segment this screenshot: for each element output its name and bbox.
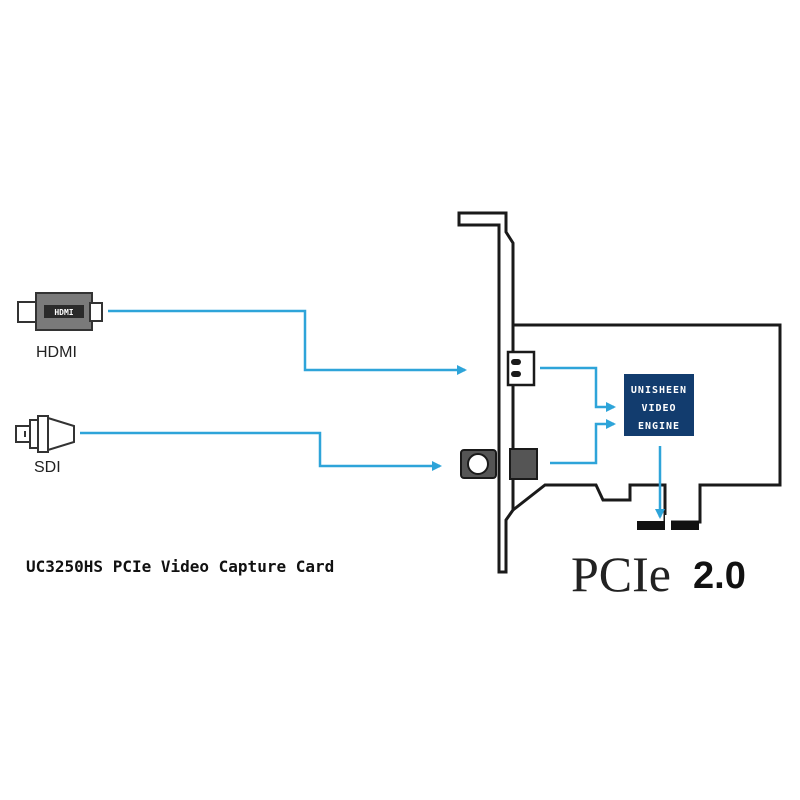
- arrow-sdi-to-port: [80, 431, 442, 471]
- arrow-hdmi-port-to-chip: [540, 366, 616, 412]
- sdi-label: SDI: [34, 459, 61, 476]
- chip-line1: UNISHEEN: [631, 385, 687, 396]
- hdmi-port: [506, 350, 536, 387]
- sdi-bnc-connector-icon: [15, 415, 75, 453]
- card-title: UC3250HS PCIe Video Capture Card: [26, 557, 334, 576]
- pcie-gold-finger: [637, 515, 699, 530]
- sdi-port: [460, 448, 538, 480]
- pcb-board: [512, 323, 782, 524]
- video-engine-chip: UNISHEEN VIDEO ENGINE: [624, 374, 694, 436]
- chip-line2: VIDEO: [641, 403, 676, 414]
- pcie-text: PCIe: [571, 546, 671, 602]
- hdmi-label: HDMI: [36, 344, 77, 361]
- hdmi-connector-icon: HDMI: [17, 292, 103, 331]
- signal-arrows: [80, 309, 665, 519]
- arrow-sdi-port-to-chip: [550, 419, 616, 465]
- pcie-version: 2.0: [693, 555, 746, 597]
- pcie-bracket: [457, 211, 515, 574]
- chip-line3: ENGINE: [638, 421, 680, 432]
- arrow-hdmi-to-port: [108, 309, 467, 375]
- hdmi-connector-text: HDMI: [54, 308, 73, 317]
